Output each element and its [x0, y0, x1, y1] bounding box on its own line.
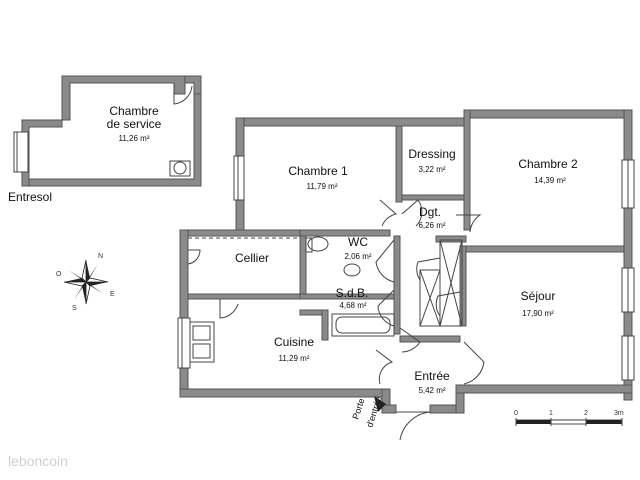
room-name-chambre-service-2: de service [107, 117, 162, 131]
room-area-dgt: 6,26 m² [418, 221, 445, 230]
entresol-wing [13, 75, 202, 187]
room-name-sdb: S.d.B. [336, 286, 369, 300]
scale-tick-1: 1 [549, 410, 553, 417]
room-name-chambre2: Chambre 2 [518, 157, 578, 171]
compass-n: N [98, 253, 103, 260]
scale-tick-3: 3m [614, 410, 624, 417]
room-name-wc: WC [348, 235, 368, 249]
room-area-dressing: 3,22 m² [418, 165, 445, 174]
room-area-sdb: 4,68 m² [339, 301, 366, 310]
main-walls [179, 109, 633, 414]
porte-label-2: d'entrée [364, 395, 383, 429]
room-name-dressing: Dressing [408, 147, 455, 161]
compass-icon: N S E O [56, 253, 115, 312]
room-area-entree: 5,42 m² [418, 386, 445, 395]
room-area-wc: 2,06 m² [344, 252, 371, 261]
room-labels: Chambre de service 11,26 m² Chambre 1 11… [107, 104, 578, 395]
entresol-label: Entresol [8, 190, 52, 204]
room-name-chambre-service-1: Chambre [109, 104, 159, 118]
room-name-entree: Entrée [414, 369, 450, 383]
room-area-sejour: 17,90 m² [522, 309, 554, 318]
compass-e: E [110, 291, 115, 298]
scale-tick-0: 0 [514, 410, 518, 417]
compass-o: O [56, 271, 62, 278]
scale-bar: 0 1 2 3m [514, 410, 624, 426]
windows [177, 155, 635, 381]
room-name-cuisine: Cuisine [274, 335, 314, 349]
compass-s: S [72, 305, 77, 312]
room-area-chambre2: 14,39 m² [534, 176, 566, 185]
room-name-cellier: Cellier [235, 251, 269, 265]
fixtures [188, 236, 463, 363]
doors [187, 199, 485, 441]
room-area-chambre-service: 11,26 m² [119, 134, 150, 143]
entrance-arrow-icon [374, 396, 386, 412]
room-area-chambre1: 11,79 m² [307, 182, 338, 191]
room-area-cuisine: 11,29 m² [279, 354, 310, 363]
room-name-sejour: Séjour [521, 289, 556, 303]
porte-label-1: Porte [350, 397, 366, 421]
room-name-dgt: Dgt. [419, 205, 441, 219]
entrance-label: Porte d'entrée [350, 395, 386, 429]
watermark-logo: leboncoin [8, 453, 68, 469]
room-name-chambre1: Chambre 1 [288, 164, 348, 178]
scale-tick-2: 2 [584, 410, 588, 417]
